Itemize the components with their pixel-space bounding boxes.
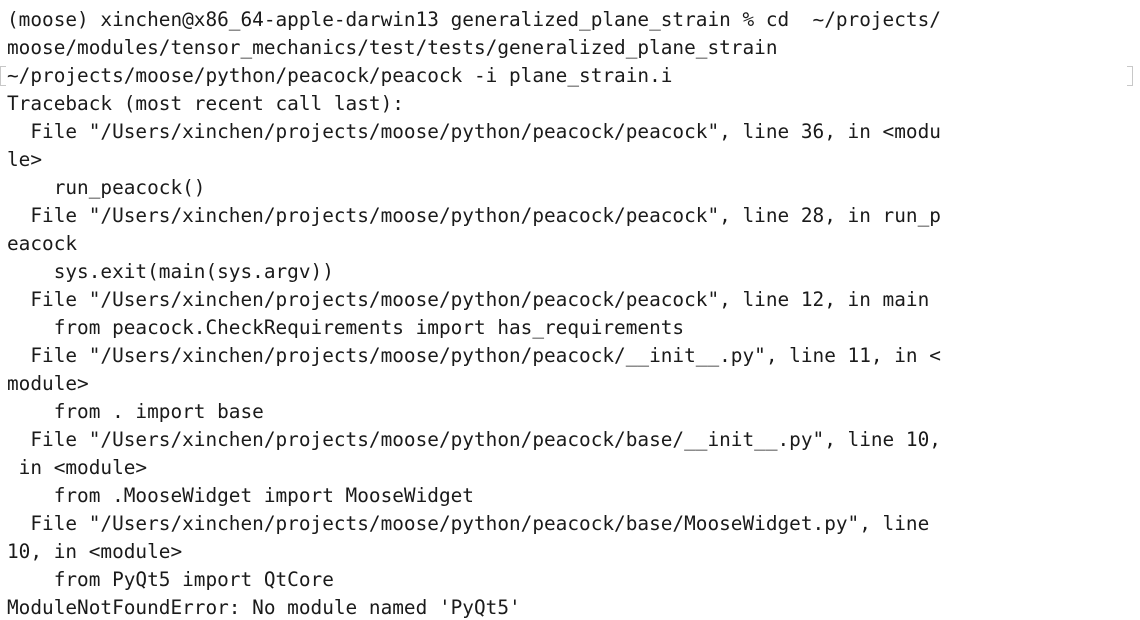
terminal-line: File "/Users/xinchen/projects/moose/pyth… — [7, 512, 930, 535]
selection-mark-left — [0, 66, 6, 86]
terminal-line: File "/Users/xinchen/projects/moose/pyth… — [7, 204, 941, 227]
terminal-line: File "/Users/xinchen/projects/moose/pyth… — [7, 428, 941, 451]
terminal-line: from peacock.CheckRequirements import ha… — [7, 316, 685, 339]
terminal-line-command-run: ~/projects/moose/python/peacock/peacock … — [7, 64, 673, 87]
terminal-line-command-prompt: (moose) xinchen@x86_64-apple-darwin13 ge… — [7, 8, 941, 31]
terminal-line: File "/Users/xinchen/projects/moose/pyth… — [7, 288, 930, 311]
terminal-line-command-path: moose/modules/tensor_mechanics/test/test… — [7, 36, 778, 59]
terminal-line: eacock — [7, 232, 78, 255]
terminal-line: File "/Users/xinchen/projects/moose/pyth… — [7, 344, 941, 367]
terminal-line-traceback-header: Traceback (most recent call last): — [7, 92, 404, 115]
terminal-line: 10, in <module> — [7, 540, 183, 563]
terminal-line-error-message: ModuleNotFoundError: No module named 'Py… — [7, 596, 521, 619]
selection-mark-right — [1127, 66, 1133, 86]
terminal-line: from . import base — [7, 400, 264, 423]
terminal-line: File "/Users/xinchen/projects/moose/pyth… — [7, 120, 941, 143]
terminal-line: from PyQt5 import QtCore — [7, 568, 334, 591]
terminal-line: module> — [7, 372, 89, 395]
terminal-line: sys.exit(main(sys.argv)) — [7, 260, 334, 283]
terminal-line: from .MooseWidget import MooseWidget — [7, 484, 474, 507]
terminal-line: in <module> — [7, 456, 148, 479]
terminal-line: run_peacock() — [7, 176, 206, 199]
terminal-line: le> — [7, 148, 43, 171]
